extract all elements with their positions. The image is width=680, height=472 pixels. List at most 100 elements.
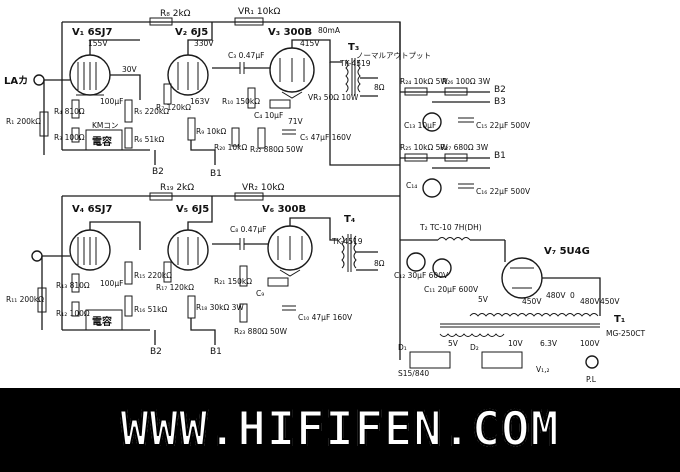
label-t4: T₄ [344,214,355,225]
label-v1: V₁ 6SJ7 [72,27,112,38]
label-t1-0: 0 [570,291,575,300]
label-vr1: VR₁ 10kΩ [238,7,281,17]
label-r6: R₆ 51kΩ [134,135,164,144]
label-t4-model: TK-4519 [331,237,363,246]
label-r25: R₂₅ 10kΩ 5W [400,143,448,152]
label-denyou-1: 電容 [92,135,112,148]
label-cap-cathode-1: 100μF [100,97,123,106]
label-c5: C₅ 47μF 160V [300,133,352,142]
label-left-input: LAカ [4,75,28,87]
tube-v2 [167,54,209,96]
label-t1-model: MG-250CT [606,329,646,338]
label-b2-upper: B2 [152,167,164,177]
label-tap-5v: 5V [448,339,459,348]
label-r24: R₂₄ 10kΩ 5W [400,77,448,86]
label-r23: R₂₃ 880Ω 50W [234,327,288,336]
input-jack-left [33,74,45,86]
label-r4: R₄ 810Ω [54,107,85,116]
label-b1-upper: B1 [210,169,222,179]
capacitor-c13 [422,112,442,132]
label-t1-480b: 480V [580,297,600,306]
label-b3-right: B3 [494,97,506,107]
label-r17: R₁₇ 120kΩ [156,283,194,292]
schematic-diagram: R₈ 2kΩ VR₁ 10kΩ V₁ 6SJ7 155V 30V LAカ R₁ … [4,7,646,384]
label-v3-plate: 415V [300,39,320,48]
label-v2-cathode: 163V [190,97,210,106]
label-t1-5v: 5V [478,295,489,304]
capacitor-c11 [432,258,452,278]
label-vr3: VR₃ 50Ω 10W [308,93,359,102]
label-c10: C₁₀ 47μF 160V [298,313,353,322]
label-v7: V₇ 5U4G [544,246,590,257]
label-c16: C₁₆ 22μF 500V [476,187,531,196]
label-tap-6v3: 6.3V [540,339,558,348]
label-c8: C₈ 0.47μF [230,225,266,234]
label-v2: V₂ 6J5 [175,27,208,38]
label-r26: R₂₆ 100Ω 3W [442,77,491,86]
label-b2-right: B2 [494,85,506,95]
label-v3-bias: 71V [288,117,304,126]
transformer-t1 [439,313,600,337]
tube-v3 [269,47,315,99]
label-c14: C₁₄ [406,181,417,190]
label-v3-current: 80mA [318,26,341,35]
capacitor-c12 [406,252,426,272]
label-r22: R₂₂ 880Ω 50W [250,145,304,154]
label-r21: R₂₁ 150kΩ [214,277,252,286]
label-t3-model: TK-4519 [339,59,371,68]
label-c11: C₁₁ 20μF 600V [424,285,479,294]
label-denyou-2: 電容 [92,315,112,328]
label-t1: T₁ [614,314,625,325]
label-t3-note: ノーマルアウトプット [356,51,431,60]
label-d1-model: S15/840 [398,369,429,378]
label-r20: R₂₀ 10kΩ [214,143,247,152]
label-out-8-lower: 8Ω [374,259,385,268]
label-vr2: VR₂ 10kΩ [242,183,285,193]
label-c12: C₁₂ 30μF 600V [394,271,449,280]
label-r27: R₂₇ 680Ω 3W [440,143,489,152]
label-tap-10v: 10V [508,339,524,348]
capacitor-c14 [422,178,442,198]
tube-v7 [501,257,543,299]
label-r16: R₁₆ 51kΩ [134,305,167,314]
label-r12: R₁₂ 100Ω [56,309,90,318]
label-r9: R₉ 10kΩ [196,127,226,136]
label-t1-480: 480V [546,291,566,300]
transformer-t3 [345,58,361,96]
label-d2: D₂ [470,343,479,352]
label-b1-lower: B1 [210,347,222,357]
label-cap-cathode-2: 100μF [100,279,123,288]
watermark-text: WWW.HIFIFEN.COM [119,401,560,458]
label-c4: C₄ 10μF [254,111,283,120]
label-km: KMコン [92,121,118,130]
label-b1-right: B1 [494,151,506,161]
label-r11: R₁₁ 200kΩ [6,295,44,304]
watermark-banner: WWW.HIFIFEN.COM [0,388,680,472]
tube-v6 [267,225,313,277]
label-r8: R₈ 2kΩ [160,9,191,19]
label-c13: C₁₃ 10μF [404,121,436,130]
label-out-8-upper: 8Ω [374,83,385,92]
label-pilot-lamp: P.L [586,375,597,384]
label-v3: V₃ 300B [268,27,312,38]
input-jack-right [31,250,43,262]
label-c15: C₁₅ 22μF 500V [476,121,531,130]
label-v1-plate-voltage: 155V [88,39,108,48]
label-t1-450a: 450V [522,297,542,306]
label-tap-100v: 100V [580,339,600,348]
label-r1: R₁ 200kΩ [6,117,41,126]
label-v5: V₅ 6J5 [176,204,209,215]
tube-v4 [69,229,111,271]
label-v6: V₆ 300B [262,204,306,215]
label-v2-plate: 330V [194,39,214,48]
tube-v5 [167,229,209,271]
label-r7: R₇ 120kΩ [156,103,191,112]
label-r15: R₁₅ 220kΩ [134,271,172,280]
pilot-lamp [585,355,599,369]
label-t2: T₂ TC-10 7H(DH) [419,223,482,232]
label-r13: R₁₃ 810Ω [56,281,90,290]
label-d1: D₁ [398,343,407,352]
label-tap-v12: V₁,₂ [536,365,550,374]
label-v1-screen-voltage: 30V [122,65,138,74]
label-v4: V₄ 6SJ7 [72,204,112,215]
